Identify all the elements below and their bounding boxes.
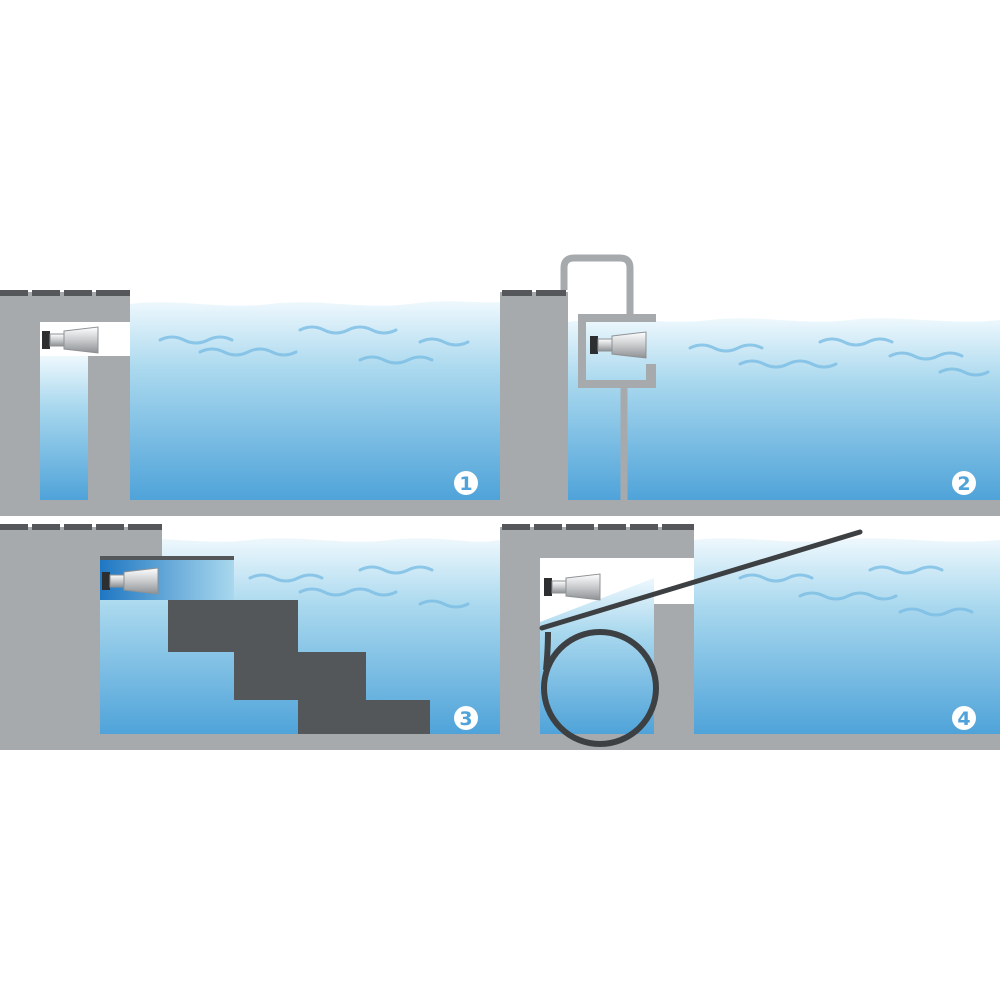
cover-box-water (540, 578, 654, 734)
cover-roll (541, 629, 660, 747)
pool-wall (500, 527, 1000, 750)
bracket-hook (560, 254, 634, 314)
deck-tiles (0, 290, 130, 296)
waves (158, 325, 470, 365)
panel-1: 1 (0, 290, 1000, 516)
cover-roll-link (543, 631, 551, 671)
panel-3: 3 (0, 524, 500, 750)
waves (688, 337, 990, 377)
svg-text:4: 4 (957, 708, 970, 730)
bracket-lip (646, 364, 656, 388)
deck-tiles (502, 524, 694, 530)
waves (248, 565, 470, 609)
water (568, 318, 1000, 500)
panel-number-badge: 1 (454, 471, 478, 495)
panel-4: 4 (500, 524, 1000, 750)
pool-wall (500, 292, 1000, 516)
svg-text:3: 3 (459, 708, 472, 730)
pool-light-icon (590, 331, 647, 359)
water (694, 538, 1000, 734)
pool-wall (0, 292, 1000, 516)
stairs-fill (168, 600, 430, 734)
cover-ramp (539, 529, 863, 631)
svg-text:1: 1 (459, 473, 472, 495)
svg-text:2: 2 (957, 473, 970, 495)
pool-wall (0, 527, 500, 750)
pool-light-icon (544, 573, 601, 601)
deck-tiles (0, 524, 162, 530)
water (130, 301, 500, 500)
pool-light-icon (42, 326, 99, 354)
channel-top-edge (100, 556, 234, 560)
deck-tiles (502, 290, 566, 296)
waves (738, 565, 974, 617)
pool-light-icon (102, 567, 159, 595)
wall-niche-water (40, 356, 88, 500)
panel-number-badge: 3 (454, 706, 478, 730)
panel-2: 2 (500, 254, 1000, 516)
panel-number-badge: 4 (952, 706, 976, 730)
panel-number-badge: 2 (952, 471, 976, 495)
